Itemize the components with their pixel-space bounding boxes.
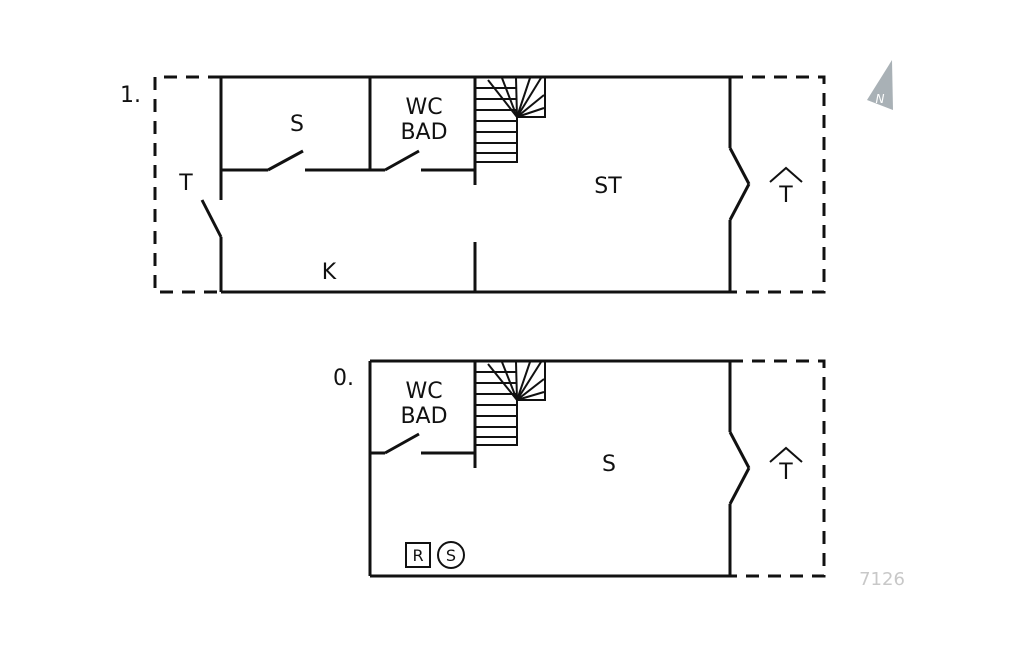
ground-terrace-door-b	[728, 467, 751, 505]
upper-left-terrace-label: T	[178, 171, 193, 196]
upper-floor: 1.	[120, 75, 826, 294]
upper-bath-label-wc: WC	[405, 95, 442, 120]
upper-right-terrace-door-a	[728, 147, 751, 185]
ground-bedroom-label: S	[602, 452, 616, 477]
ground-bath-label-wc: WC	[405, 379, 442, 404]
upper-right-terrace-label: T	[778, 183, 793, 208]
compass-icon: N	[867, 60, 893, 110]
upper-bedroom-door	[267, 149, 304, 172]
upper-bath-door	[384, 149, 420, 172]
upper-floor-level-label: 1.	[120, 83, 141, 108]
ground-staircase	[476, 360, 546, 446]
ground-terrace-arrow-icon	[769, 446, 803, 463]
square-symbol-label: R	[412, 546, 423, 565]
ground-floor-level-label: 0.	[333, 366, 354, 391]
upper-bath-label-bad: BAD	[400, 120, 447, 145]
upper-left-terrace-outline	[153, 75, 221, 294]
circle-symbol-ring	[437, 541, 465, 569]
upper-left-terrace-door	[200, 199, 223, 238]
upper-right-terrace-door-b	[728, 183, 751, 221]
upper-terrace-arrow-icon	[769, 166, 803, 183]
upper-kitchen-label: K	[322, 260, 337, 285]
plan-number: 7126	[859, 569, 905, 590]
ground-terrace-label: T	[778, 460, 793, 485]
upper-staircase	[476, 76, 546, 163]
compass-letter: N	[876, 92, 885, 106]
upper-living-label: ST	[594, 174, 622, 199]
ground-bath-door	[384, 432, 420, 455]
upper-right-terrace-outline	[730, 75, 826, 294]
ground-floor: 0.	[333, 359, 826, 578]
ground-terrace-outline	[730, 359, 826, 578]
ground-bath-label-bad: BAD	[400, 404, 447, 429]
upper-bedroom-label: S	[290, 112, 304, 137]
square-symbol-box	[405, 542, 431, 568]
circle-symbol-label: S	[446, 546, 456, 565]
ground-symbols: R S	[405, 541, 465, 569]
ground-terrace-door-a	[728, 431, 751, 469]
